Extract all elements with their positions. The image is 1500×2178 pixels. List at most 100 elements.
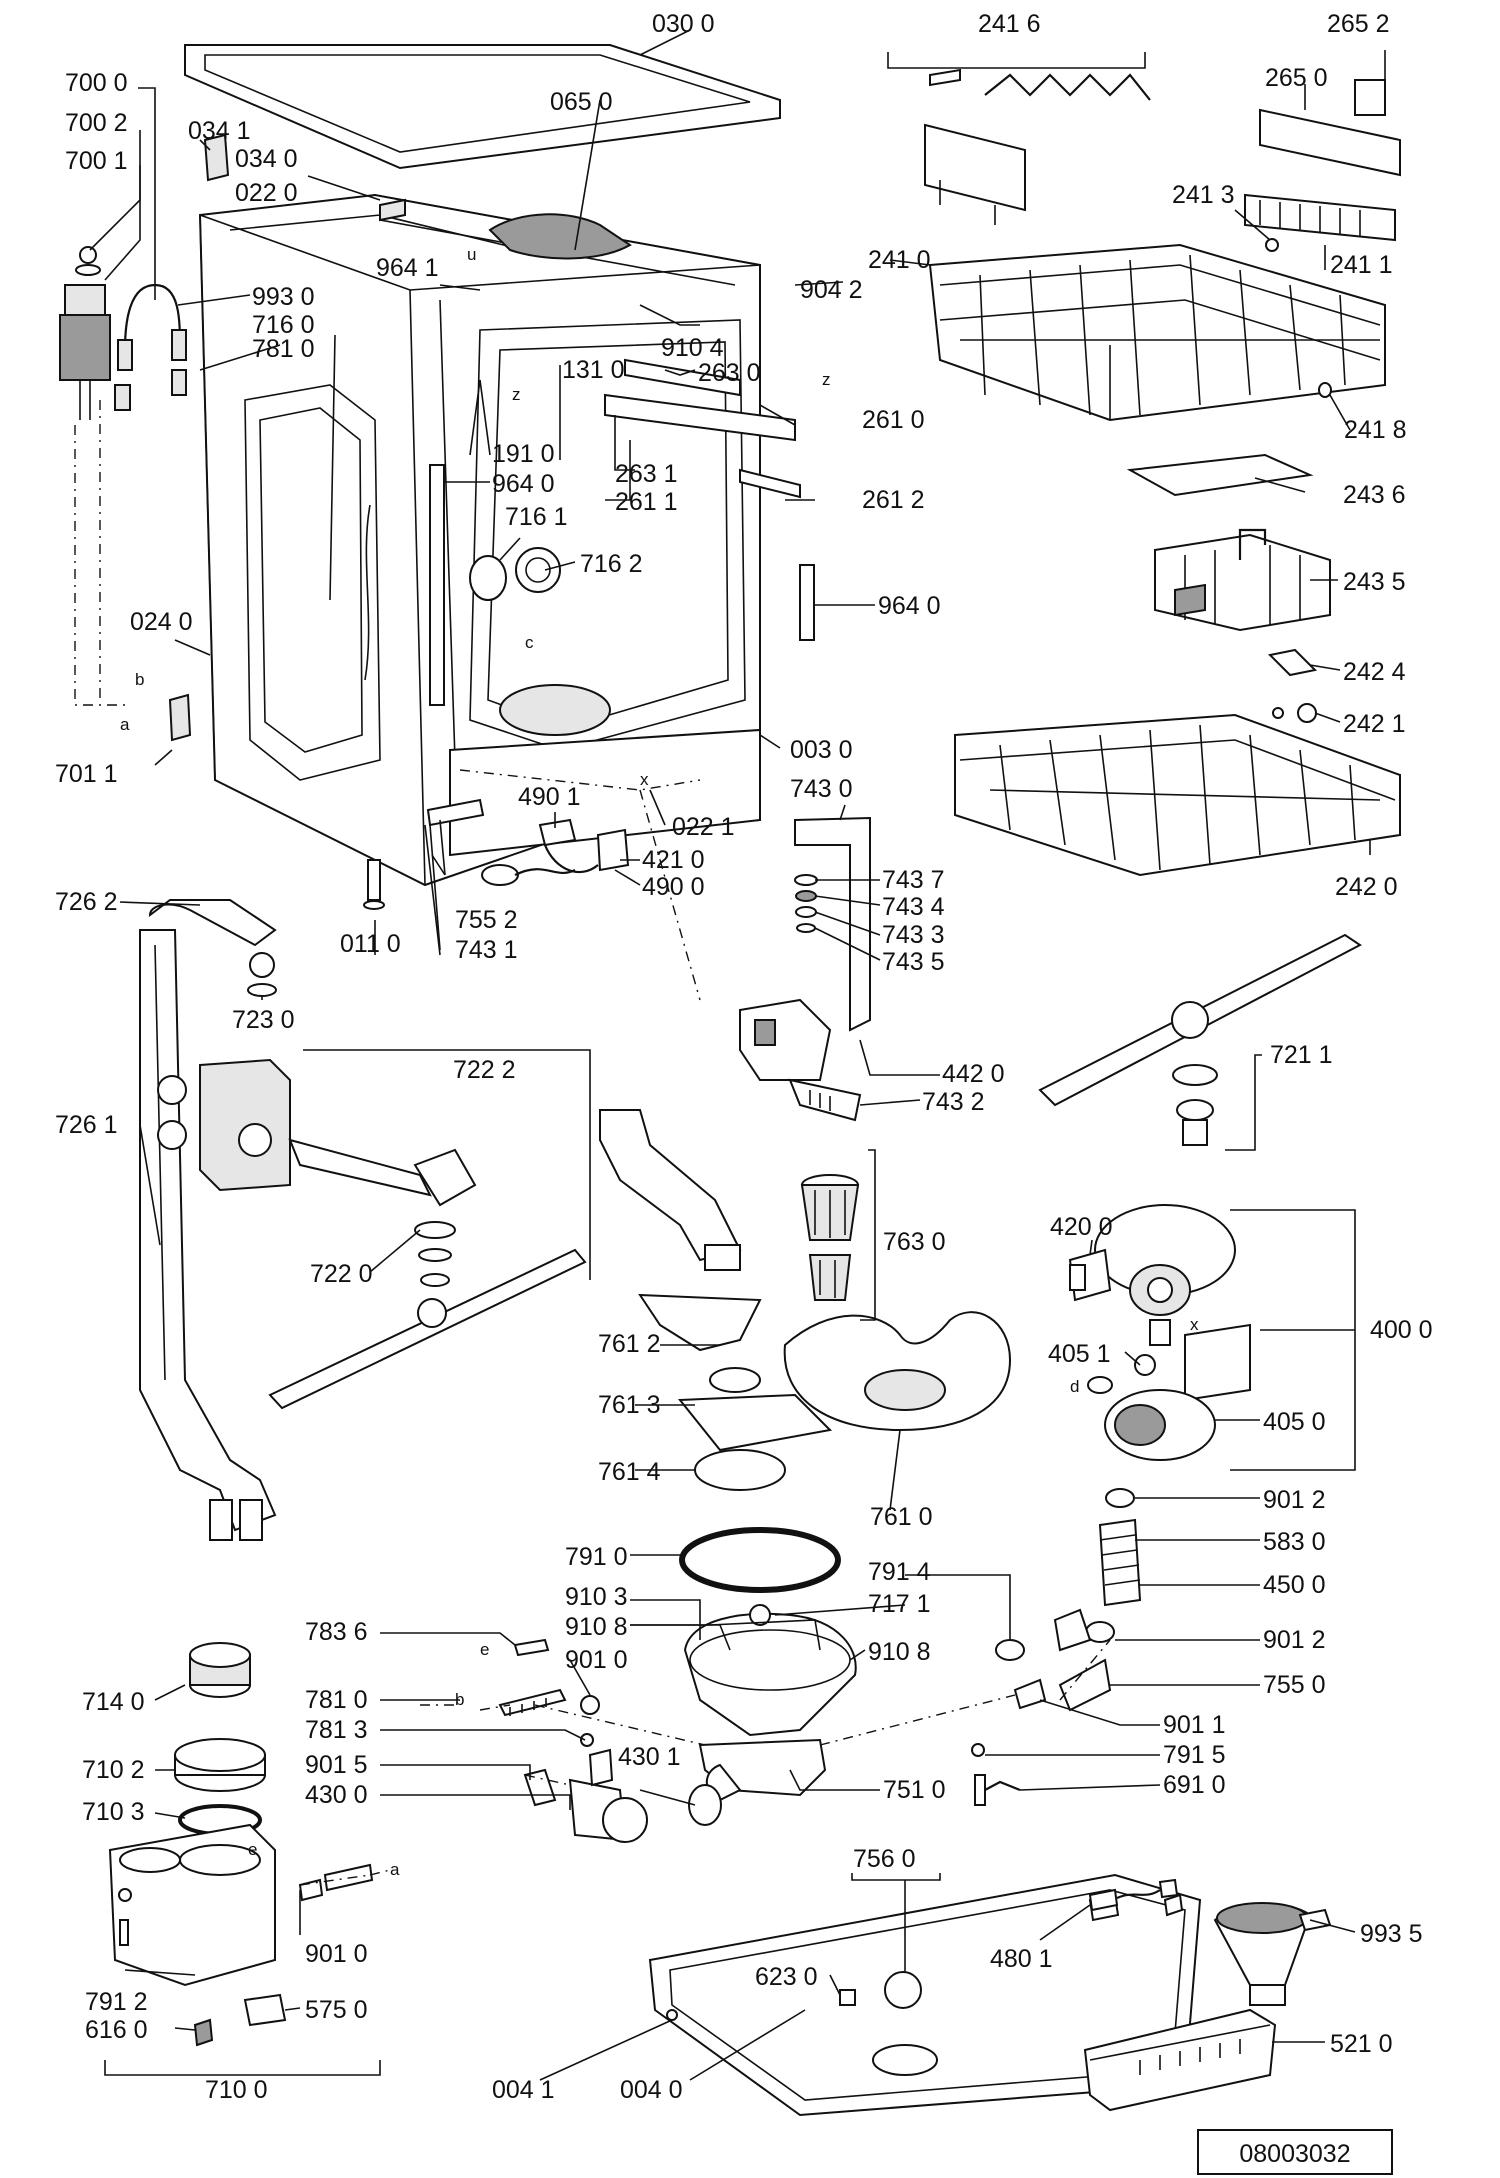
callout: 904 2 (800, 276, 863, 304)
callout: 910 4 (661, 334, 724, 362)
callout: 761 3 (598, 1391, 661, 1419)
callout: 781 3 (305, 1716, 368, 1744)
callout: 743 7 (882, 866, 945, 894)
callout: 910 8 (565, 1613, 628, 1641)
callout: 623 0 (755, 1963, 818, 1991)
upper-spray-arm (1038, 933, 1362, 1146)
callout: 450 0 (1263, 1571, 1326, 1599)
circulation-hose (995, 1488, 1142, 1712)
cutlery-basket (1126, 453, 1331, 632)
base-pan (648, 1873, 1202, 2117)
point-letter: e (248, 1840, 257, 1859)
callout: 243 6 (1343, 481, 1406, 509)
callout: 442 0 (942, 1060, 1005, 1088)
point-letter: u (467, 245, 476, 264)
callout: 261 1 (615, 488, 678, 516)
callout: 011 0 (340, 930, 401, 958)
lower-basket (954, 713, 1401, 877)
dishwasher-cabinet (198, 193, 815, 887)
callout: 781 0 (252, 335, 315, 363)
callout: 721 1 (1270, 1041, 1333, 1069)
callout: 480 1 (990, 1945, 1053, 1973)
callout: 004 1 (492, 2076, 555, 2104)
callout: 521 0 (1330, 2030, 1393, 2058)
callout-labels: 030 0 241 6 265 2 265 0 700 0 700 2 034 … (55, 10, 1433, 2104)
diagram-id: 08003032 (1239, 2140, 1350, 2168)
callout: 901 0 (305, 1940, 368, 1968)
drain-hose-parts (739, 816, 871, 1122)
callout: 421 0 (642, 846, 705, 874)
callout: 242 1 (1343, 710, 1406, 738)
callout: 783 6 (305, 1618, 368, 1646)
callout: 616 0 (85, 2016, 148, 2044)
callout: 034 0 (235, 145, 298, 173)
sump-gasket (679, 1527, 841, 1593)
callout: 751 0 (883, 1776, 946, 1804)
top-lid (184, 44, 781, 170)
callout: 701 1 (55, 760, 118, 788)
callout: 901 2 (1263, 1486, 1326, 1514)
callout: 263 1 (615, 460, 678, 488)
callout: 755 2 (455, 906, 518, 934)
callout: 243 5 (1343, 568, 1406, 596)
point-letter: e (480, 1640, 489, 1659)
callout: 265 2 (1327, 10, 1390, 38)
callout: 405 1 (1048, 1340, 1111, 1368)
callout: 710 0 (205, 2076, 268, 2104)
callout: 722 0 (310, 1260, 373, 1288)
callout: 241 6 (978, 10, 1041, 38)
callout: 743 3 (882, 921, 945, 949)
callout: 964 1 (376, 254, 439, 282)
detergent-fill-parts (59, 133, 406, 742)
callout: 910 8 (868, 1638, 931, 1666)
callout: 490 1 (518, 783, 581, 811)
callout: 024 0 (130, 608, 193, 636)
callout: 691 0 (1163, 1771, 1226, 1799)
point-letter: z (512, 385, 521, 404)
callout: 726 2 (55, 888, 118, 916)
spray-supply-tube (139, 899, 291, 1541)
callout: 910 3 (565, 1583, 628, 1611)
point-letter: z (822, 370, 831, 389)
callout: 242 4 (1343, 658, 1406, 686)
callout: 901 1 (1163, 1711, 1226, 1739)
callout: 241 1 (1330, 251, 1393, 279)
callout: 700 1 (65, 147, 128, 175)
callout: 761 0 (870, 1503, 933, 1531)
callout: 964 0 (878, 592, 941, 620)
callout: 791 5 (1163, 1741, 1226, 1769)
callout: 743 2 (922, 1088, 985, 1116)
callout: 191 0 (492, 440, 555, 468)
callout: 761 2 (598, 1330, 661, 1358)
callout: 723 0 (232, 1006, 295, 1034)
callout: 716 0 (252, 311, 315, 339)
callout: 420 0 (1050, 1213, 1113, 1241)
point-letter: c (525, 633, 534, 652)
point-letter: b (135, 670, 144, 689)
callout: 710 3 (82, 1798, 145, 1826)
callout: 261 2 (862, 486, 925, 514)
callout: 716 1 (505, 503, 568, 531)
callout: 964 0 (492, 470, 555, 498)
point-letter: b (455, 1690, 464, 1709)
callout: 901 0 (565, 1646, 628, 1674)
callout: 430 0 (305, 1781, 368, 1809)
sensor-parts (971, 1743, 1021, 1806)
callout: 743 5 (882, 948, 945, 976)
fine-filter-plate (783, 1311, 1012, 1432)
callout: 791 4 (868, 1558, 931, 1586)
callout: 993 5 (1360, 1920, 1423, 1948)
callout: 743 1 (455, 936, 518, 964)
callout: 763 0 (883, 1228, 946, 1256)
middle-spray-arm (268, 1138, 587, 1410)
callout: 490 0 (642, 873, 705, 901)
callout: 241 8 (1344, 416, 1407, 444)
rack-fittings (1267, 648, 1318, 723)
callout: 756 0 (853, 1845, 916, 1873)
callout: 400 0 (1370, 1316, 1433, 1344)
callout: 755 0 (1263, 1671, 1326, 1699)
sump-assembly (683, 1604, 857, 1802)
callout: 700 2 (65, 109, 128, 137)
control-electronics (1083, 2008, 1277, 2112)
